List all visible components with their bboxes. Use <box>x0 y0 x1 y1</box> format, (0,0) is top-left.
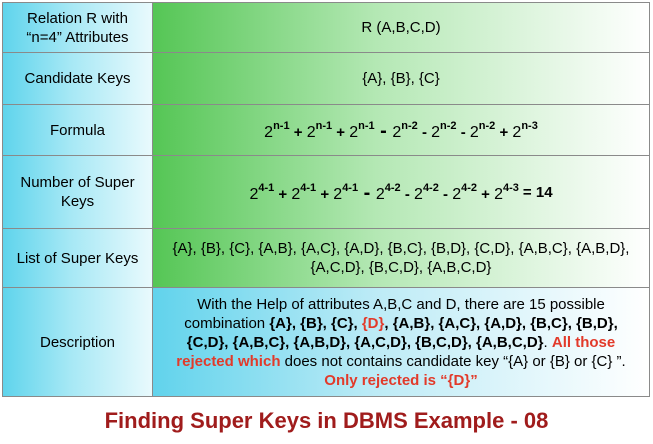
count-base: 2 <box>414 185 423 203</box>
count-base: 2 <box>249 185 259 203</box>
count-term: 24-1 <box>291 182 316 203</box>
description-sets-b: , {A,B}, {A,C}, {A,D}, {B,C}, {B,D}, {C,… <box>186 314 618 351</box>
count-exponent: 4-1 <box>300 181 317 194</box>
formula-base: 2 <box>431 123 441 141</box>
relation-value-text: R (A,B,C,D) <box>361 19 441 36</box>
formula-operator: + <box>332 123 350 141</box>
formula-exponent: n-3 <box>521 119 538 132</box>
count-label-text: Number of Super Keys <box>20 174 135 210</box>
count-exponent: 4-2 <box>422 181 439 194</box>
formula-exponent: n-2 <box>478 119 496 132</box>
formula-exponent: n-1 <box>273 119 290 132</box>
row-count-value: 24-1 + 24-1 + 24-1 - 24-2 - 24-2 - 24-2 … <box>153 156 649 229</box>
count-operator: - <box>438 185 453 203</box>
formula-term: 2n-2 <box>431 120 456 141</box>
formula-operator: - <box>374 119 393 142</box>
formula-base: 2 <box>306 123 316 141</box>
row-description-value: With the Help of attributes A,B,C and D,… <box>153 288 649 396</box>
row-list-label: List of Super Keys <box>3 229 153 288</box>
count-exponent: 4-1 <box>258 181 275 194</box>
count-operator: + <box>274 185 292 203</box>
row-formula-value: 2n-1 + 2n-1 + 2n-1 - 2n-2 - 2n-2 - 2n-2 … <box>153 105 649 156</box>
count-operator: - <box>358 181 376 204</box>
formula-base: 2 <box>512 123 522 141</box>
count-result: = 14 <box>522 183 553 201</box>
row-count-label: Number of Super Keys <box>3 156 153 229</box>
formula-operator: + <box>495 123 513 141</box>
formula-term: 2n-1 <box>306 120 332 141</box>
count-operator: + <box>316 185 334 203</box>
formula-exponent: n-2 <box>401 119 418 132</box>
count-base: 2 <box>333 185 343 203</box>
count-term: 24-1 <box>249 182 274 203</box>
formula-term: 2n-2 <box>392 120 417 141</box>
count-base: 2 <box>291 185 301 203</box>
description-red-2: Only rejected is “{D}” <box>324 371 478 389</box>
row-candidate-label: Candidate Keys <box>3 53 153 105</box>
candidate-value-text: {A}, {B}, {C} <box>362 70 440 87</box>
count-base: 2 <box>494 185 504 203</box>
count-term: 24-2 <box>375 182 401 203</box>
row-relation-label: Relation R with “n=4” Attributes <box>3 3 153 53</box>
description-dot: . <box>543 333 548 351</box>
relation-label-text: Relation R with “n=4” Attributes <box>26 9 129 46</box>
count-base: 2 <box>452 185 462 203</box>
description-red-1: All those rejected which <box>176 333 616 370</box>
row-formula-label: Formula <box>3 105 153 156</box>
count-operator: - <box>400 185 415 203</box>
count-exponent: 4-3 <box>503 181 519 194</box>
formula-exponent: n-1 <box>358 119 375 132</box>
formula-base: 2 <box>392 123 402 141</box>
formula-operator: + <box>289 123 307 141</box>
candidate-label-text: Candidate Keys <box>24 70 131 87</box>
formula-exponent: n-2 <box>440 119 457 132</box>
description-rejected-set: {D} <box>361 314 385 332</box>
description-mid: does not contains candidate key “{A} or … <box>284 352 626 370</box>
count-base: 2 <box>375 185 385 203</box>
formula-label-text: Formula <box>49 121 105 139</box>
row-candidate-value: {A}, {B}, {C} <box>153 53 649 105</box>
count-exponent: 4-1 <box>342 181 359 194</box>
formula-term: 2n-3 <box>512 120 537 141</box>
description-label-text: Description <box>39 333 116 351</box>
formula-expression: 2n-1 + 2n-1 + 2n-1 - 2n-2 - 2n-2 - 2n-2 … <box>264 119 538 142</box>
list-label-text: List of Super Keys <box>16 249 139 267</box>
formula-base: 2 <box>264 123 274 141</box>
formula-base: 2 <box>349 123 359 141</box>
formula-exponent: n-1 <box>315 119 333 132</box>
count-operator: + <box>477 185 495 203</box>
super-keys-table: Relation R with “n=4” Attributes R (A,B,… <box>2 2 650 397</box>
count-term: 24-3 <box>494 182 519 203</box>
list-value-text: {A}, {B}, {C}, {A,B}, {A,C}, {A,D}, {B,C… <box>172 240 630 276</box>
description-text: With the Help of attributes A,B,C and D,… <box>163 295 639 390</box>
count-exponent: 4-2 <box>461 181 477 194</box>
formula-base: 2 <box>469 123 479 141</box>
formula-operator: - <box>456 123 470 141</box>
count-term: 24-1 <box>333 182 358 203</box>
formula-operator: - <box>417 123 432 141</box>
row-relation-value: R (A,B,C,D) <box>153 3 649 53</box>
row-description-label: Description <box>3 288 153 396</box>
row-list-value: {A}, {B}, {C}, {A,B}, {A,C}, {A,D}, {B,C… <box>153 229 649 288</box>
formula-term: 2n-1 <box>264 120 289 141</box>
count-term: 24-2 <box>414 182 439 203</box>
formula-term: 2n-2 <box>469 120 495 141</box>
description-intro: With the Help of attributes A,B,C and D,… <box>184 295 605 332</box>
count-exponent: 4-2 <box>384 181 401 194</box>
formula-term: 2n-1 <box>349 120 374 141</box>
page-caption: Finding Super Keys in DBMS Example - 08 <box>104 408 549 433</box>
description-sets-a: {A}, {B}, {C}, <box>269 314 358 332</box>
count-term: 24-2 <box>452 182 477 203</box>
count-expression: 24-1 + 24-1 + 24-1 - 24-2 - 24-2 - 24-2 … <box>249 181 518 204</box>
